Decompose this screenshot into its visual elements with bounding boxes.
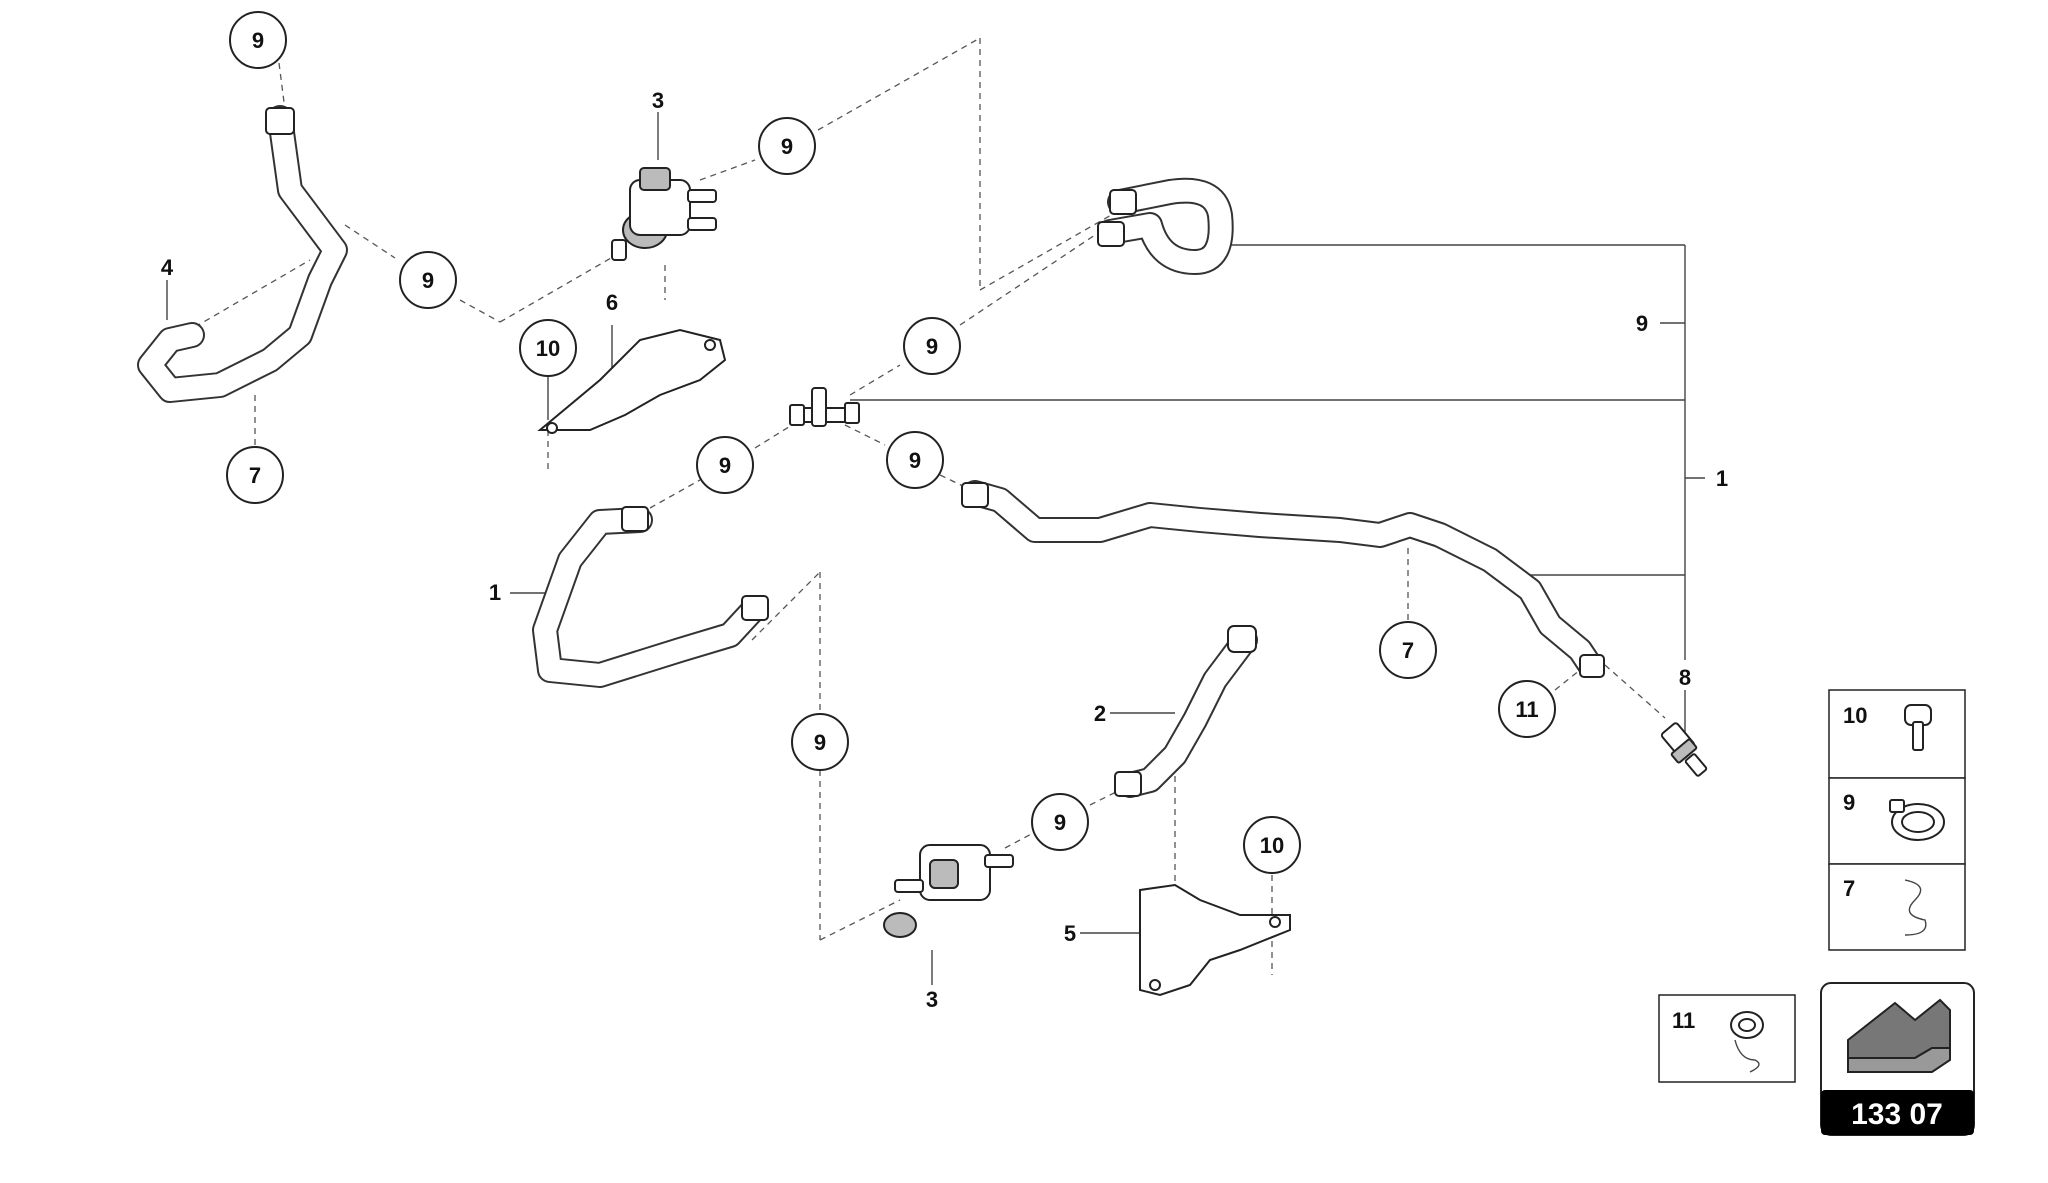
callout-10-left: 10 (519, 319, 577, 377)
bracket-top (537, 328, 727, 434)
callout-9-top-mid: 9 (758, 117, 816, 175)
svg-text:11: 11 (1515, 697, 1538, 722)
label-5: 5 (1064, 921, 1076, 946)
hose-main-right (961, 480, 1605, 678)
callout-7-mid: 7 (1379, 621, 1437, 679)
svg-text:10: 10 (1260, 833, 1284, 858)
callout-9-left-mid: 9 (399, 251, 457, 309)
svg-text:9: 9 (719, 453, 731, 478)
label-6: 6 (606, 290, 618, 315)
label-9-right-vertical: 9 (1636, 311, 1648, 336)
callout-7-left: 7 (226, 446, 284, 504)
svg-text:9: 9 (781, 134, 793, 159)
label-2: 2 (1094, 701, 1106, 726)
label-8: 8 (1679, 665, 1691, 690)
reference-box: 133 07 (1820, 982, 1975, 1136)
legend-num-9: 9 (1843, 790, 1855, 815)
callout-9-tee-right: 9 (886, 431, 944, 489)
callout-11-mid: 11 (1498, 680, 1556, 738)
svg-text:9: 9 (422, 268, 434, 293)
svg-text:10: 10 (536, 336, 560, 361)
legend-num-7: 7 (1843, 876, 1855, 901)
leader-lines (166, 37, 1705, 985)
svg-text:9: 9 (814, 730, 826, 755)
svg-text:7: 7 (249, 463, 261, 488)
callout-9-tee-left: 9 (696, 436, 754, 494)
label-3-top: 3 (652, 88, 664, 113)
svg-text:7: 7 (1402, 638, 1414, 663)
clamp-clip-icon (1730, 1011, 1764, 1073)
hose-left-top (137, 105, 348, 403)
legend-num-10: 10 (1843, 703, 1867, 728)
callout-9-lower-mid: 9 (1031, 793, 1089, 851)
label-1-left: 1 (489, 580, 501, 605)
hose-upper-loop (1097, 177, 1234, 275)
arrow-reference-icon (1847, 998, 1951, 1073)
svg-text:9: 9 (1054, 810, 1066, 835)
callout-9-lower-dashed: 9 (791, 713, 849, 771)
valve-bottom (883, 844, 1014, 938)
tee-connector (789, 387, 860, 427)
bracket-bottom (1139, 883, 1291, 997)
label-1-right: 1 (1716, 466, 1728, 491)
legend-num-11: 11 (1672, 1008, 1695, 1033)
label-4: 4 (161, 255, 174, 280)
svg-text:9: 9 (252, 28, 264, 53)
hose-short-2 (1114, 625, 1258, 798)
callout-9-topleft: 9 (229, 11, 287, 69)
diagram-reference-number: 133 07 (1851, 1098, 1943, 1131)
valve-top (611, 167, 717, 261)
label-3-bottom: 3 (926, 987, 938, 1012)
callout-9-tee-upper: 9 (903, 317, 961, 375)
hose-clamp-icon (1889, 799, 1945, 841)
legend-stack: 10 9 7 (1828, 689, 1966, 951)
svg-text:9: 9 (926, 334, 938, 359)
clip-icon (1904, 879, 1927, 936)
callout-10-lower: 10 (1243, 816, 1301, 874)
bolt-8 (1660, 722, 1708, 777)
svg-text:9: 9 (909, 448, 921, 473)
legend-11: 11 (1658, 994, 1796, 1083)
bolt-icon (1904, 704, 1932, 751)
hose-left-lower (532, 506, 769, 688)
